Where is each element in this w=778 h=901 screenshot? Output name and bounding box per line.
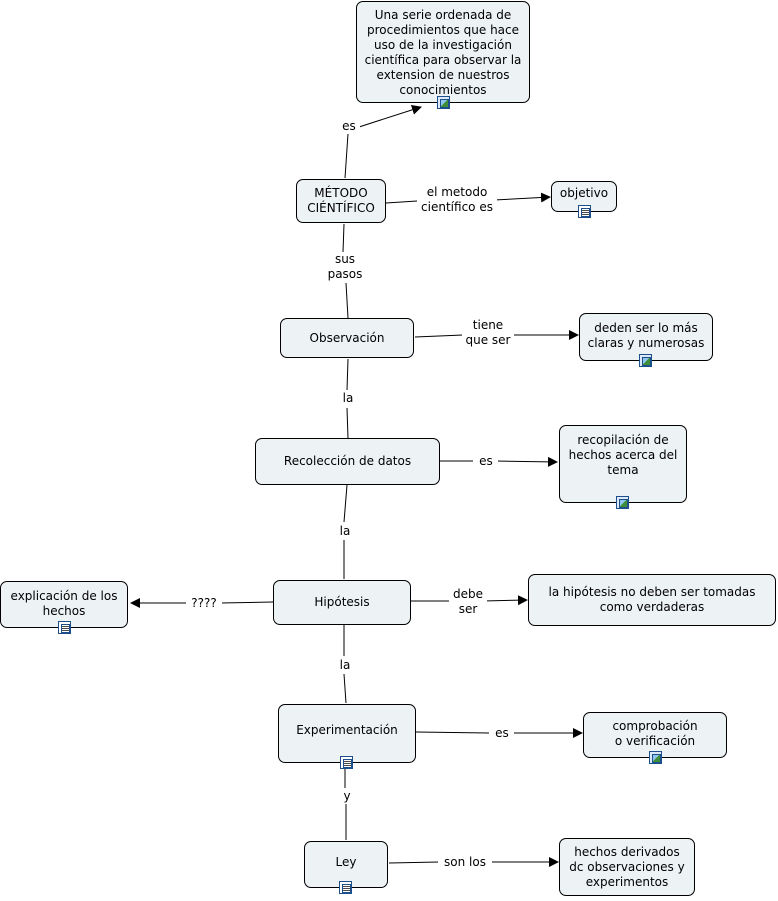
- concept-hechos-derivados-text: hechos derivados dc observaciones y expe…: [569, 844, 685, 889]
- image-resource-icon[interactable]: [649, 751, 662, 764]
- link-label-la[interactable]: la: [337, 391, 359, 406]
- concept-explicacion[interactable]: explicación de los hechos: [0, 581, 128, 634]
- concept-observacion[interactable]: Observación: [280, 318, 414, 358]
- link-label-es[interactable]: es: [474, 454, 498, 469]
- link-label-tiene[interactable]: tiene que ser: [462, 318, 514, 348]
- concept-claras-text: deden ser lo más claras y numerosas: [587, 321, 705, 350]
- concept-no-tomadas-text: la hipótesis no deben ser tomadas como v…: [548, 585, 756, 614]
- link-label-la[interactable]: la: [334, 524, 356, 539]
- concept-metodo[interactable]: MÉTODO CIÉNTÍFICO: [296, 179, 386, 223]
- image-resource-icon[interactable]: [437, 96, 450, 109]
- concept-objetivo-text: objetivo: [559, 186, 609, 200]
- concept-hipotesis-text: Hipótesis: [314, 595, 370, 609]
- document-resource-icon[interactable]: [58, 621, 71, 634]
- link-label-y[interactable]: y: [338, 789, 356, 804]
- link-label-interrogantes[interactable]: ????: [186, 596, 222, 611]
- concept-explicacion-text: explicación de los hechos: [10, 589, 118, 618]
- document-resource-icon[interactable]: [578, 205, 591, 218]
- concept-observacion-text: Observación: [309, 330, 385, 345]
- concept-comprobacion[interactable]: comprobación o verificación: [583, 712, 727, 764]
- link-label-la[interactable]: la: [334, 658, 356, 673]
- concept-no-tomadas[interactable]: la hipótesis no deben ser tomadas como v…: [528, 574, 776, 626]
- image-resource-icon[interactable]: [639, 354, 652, 367]
- concept-ley[interactable]: Ley: [304, 841, 388, 894]
- link-label-debe-ser[interactable]: debe ser: [449, 587, 487, 617]
- link-label-es[interactable]: es: [338, 119, 360, 134]
- concept-recopilacion[interactable]: recopilación de hechos acerca del tema: [559, 425, 687, 509]
- concept-hipotesis[interactable]: Hipótesis: [273, 580, 411, 625]
- link-label-sus-pasos[interactable]: sus pasos: [323, 252, 367, 282]
- image-resource-icon[interactable]: [616, 496, 629, 509]
- link-label-el-metodo[interactable]: el metodo científico es: [417, 185, 497, 215]
- concept-recoleccion-text: Recolección de datos: [283, 454, 412, 468]
- concept-objetivo[interactable]: objetivo: [551, 181, 617, 218]
- concept-definicion[interactable]: Una serie ordenada de procedimientos que…: [356, 1, 530, 109]
- concept-comprobacion-text: comprobación o verificación: [612, 719, 698, 748]
- document-resource-icon[interactable]: [340, 756, 353, 769]
- document-resource-icon[interactable]: [339, 881, 352, 894]
- concept-metodo-text: MÉTODO CIÉNTÍFICO: [307, 186, 375, 215]
- concept-definicion-text: Una serie ordenada de procedimientos que…: [364, 8, 522, 97]
- concept-experimentacion[interactable]: Experimentación: [278, 704, 416, 769]
- link-label-es[interactable]: es: [490, 726, 514, 741]
- concept-experimentacion-text: Experimentación: [296, 723, 398, 737]
- concept-hechos-derivados[interactable]: hechos derivados dc observaciones y expe…: [559, 838, 695, 896]
- concept-recoleccion[interactable]: Recolección de datos: [255, 438, 440, 485]
- link-label-son-los[interactable]: son los: [438, 855, 492, 870]
- concept-ley-text: Ley: [335, 855, 357, 869]
- concept-claras[interactable]: deden ser lo más claras y numerosas: [579, 313, 713, 367]
- concept-recopilacion-text: recopilación de hechos acerca del tema: [568, 433, 678, 477]
